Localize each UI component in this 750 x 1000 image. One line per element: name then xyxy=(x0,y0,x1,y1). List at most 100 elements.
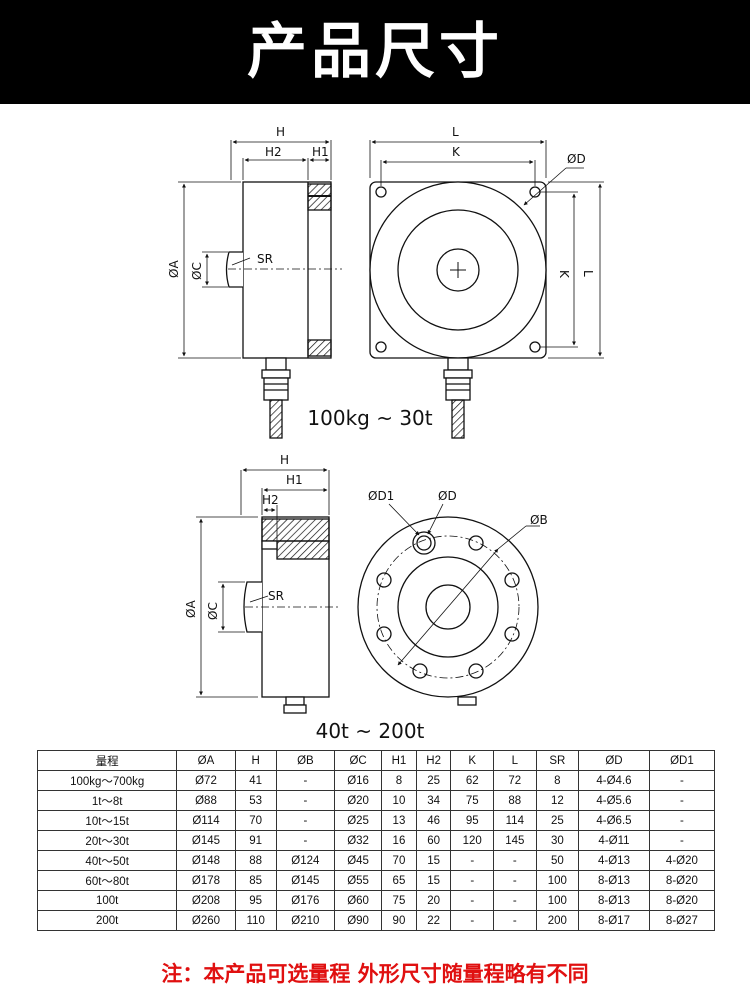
table-cell: 200t xyxy=(36,910,178,931)
table-cell: 120 xyxy=(450,830,495,851)
table-cell: 88 xyxy=(493,790,537,811)
col-header: L xyxy=(493,750,537,771)
table-cell: Ø124 xyxy=(275,850,336,871)
table-cell: 8 xyxy=(381,770,417,791)
table-cell: Ø60 xyxy=(334,890,383,911)
table-cell: 8-Ø13 xyxy=(578,870,650,891)
table-cell: Ø88 xyxy=(176,790,236,811)
dim-label-l-side: L xyxy=(581,270,595,277)
table-cell: 90 xyxy=(381,910,417,931)
top-front-view-labels: L K ØD K L xyxy=(452,125,595,279)
table-cell: Ø114 xyxy=(176,810,236,831)
dim-label-h2: H2 xyxy=(265,145,282,159)
table-cell: 95 xyxy=(450,810,495,831)
table-cell: Ø178 xyxy=(176,870,236,891)
dim-label-d-b: ØD xyxy=(438,489,457,503)
table-cell: - xyxy=(275,790,336,811)
caption-bottom: 40t ~ 200t xyxy=(316,719,425,743)
table-cell: 75 xyxy=(450,790,495,811)
dim-label-c-b: ØC xyxy=(206,602,220,620)
table-cell: Ø72 xyxy=(176,770,236,791)
table-cell: 4-Ø20 xyxy=(648,850,716,871)
table-cell: 100t xyxy=(36,890,178,911)
table-cell: 16 xyxy=(381,830,417,851)
table-cell: - xyxy=(450,850,495,871)
dim-label-b: ØB xyxy=(530,513,548,527)
dim-label-h-b: H xyxy=(280,453,289,467)
table-cell: 70 xyxy=(381,850,417,871)
table-cell: 60 xyxy=(415,830,452,851)
table-cell: - xyxy=(450,910,495,931)
col-header: K xyxy=(450,750,495,771)
table-cell: 8-Ø13 xyxy=(578,890,650,911)
table-cell: - xyxy=(648,790,716,811)
table-cell: 100 xyxy=(535,890,580,911)
table-cell: 100kg～700kg xyxy=(36,770,178,791)
table-cell: 8-Ø17 xyxy=(578,910,650,931)
table-cell: 13 xyxy=(381,810,417,831)
table-cell: - xyxy=(450,890,495,911)
table-cell: - xyxy=(648,810,716,831)
table-cell: 75 xyxy=(381,890,417,911)
table-cell: Ø148 xyxy=(176,850,236,871)
col-header: ØA xyxy=(176,750,236,771)
dim-label-h1-b: H1 xyxy=(286,473,303,487)
table-cell: Ø45 xyxy=(334,850,383,871)
table-cell: 60t～80t xyxy=(36,870,178,891)
table-cell: - xyxy=(493,870,537,891)
table-cell: 62 xyxy=(450,770,495,791)
footer-note: 注：本产品可选量程 外形尺寸随量程略有不同 xyxy=(161,962,589,986)
table-cell: Ø25 xyxy=(334,810,383,831)
technical-drawing: H H2 H1 ØA ØC SR xyxy=(167,125,604,743)
table-cell: 8 xyxy=(535,770,580,791)
table-cell: 114 xyxy=(493,810,537,831)
table-cell: 30 xyxy=(535,830,580,851)
table-cell: 41 xyxy=(234,770,277,791)
table-cell: 46 xyxy=(415,810,452,831)
table-cell: 25 xyxy=(415,770,452,791)
table-cell: 72 xyxy=(493,770,537,791)
table-cell: 100 xyxy=(535,870,580,891)
col-header: H2 xyxy=(415,750,452,771)
dim-label-a-b: ØA xyxy=(184,600,198,618)
table-cell: 34 xyxy=(415,790,452,811)
table-cell: 85 xyxy=(234,870,277,891)
table-cell: - xyxy=(648,770,716,791)
table-cell: - xyxy=(450,870,495,891)
table-cell: 10 xyxy=(381,790,417,811)
table-cell: Ø55 xyxy=(334,870,383,891)
table-cell: Ø16 xyxy=(334,770,383,791)
table-cell: 53 xyxy=(234,790,277,811)
col-header: ØC xyxy=(334,750,383,771)
col-header: ØD1 xyxy=(648,750,716,771)
caption-top: 100kg ~ 30t xyxy=(307,406,432,430)
dim-label-c: ØC xyxy=(190,262,204,280)
table-cell: 25 xyxy=(535,810,580,831)
table-cell: - xyxy=(648,830,716,851)
dim-label-a: ØA xyxy=(167,260,181,278)
col-header: H1 xyxy=(381,750,417,771)
dim-label-h2-b: H2 xyxy=(262,493,279,507)
table-cell: Ø208 xyxy=(176,890,236,911)
title-banner xyxy=(0,0,750,104)
top-front-view xyxy=(369,140,604,439)
bottom-front-view xyxy=(357,503,540,706)
table-cell: 8-Ø20 xyxy=(648,890,716,911)
table-cell: 15 xyxy=(415,850,452,871)
col-header: H xyxy=(234,750,277,771)
bottom-side-view-labels: H H1 H2 ØA ØC SR xyxy=(184,453,303,620)
top-side-view-labels: H H2 H1 ØA ØC SR xyxy=(167,125,329,280)
table-cell: Ø90 xyxy=(334,910,383,931)
table-cell: - xyxy=(275,770,336,791)
spec-table-header: 量程 ØA H ØB ØC H1 H2 K L SR ØD ØD1 xyxy=(36,750,716,771)
table-cell: 22 xyxy=(415,910,452,931)
dim-label-d1: ØD1 xyxy=(368,489,394,503)
table-cell: - xyxy=(275,810,336,831)
